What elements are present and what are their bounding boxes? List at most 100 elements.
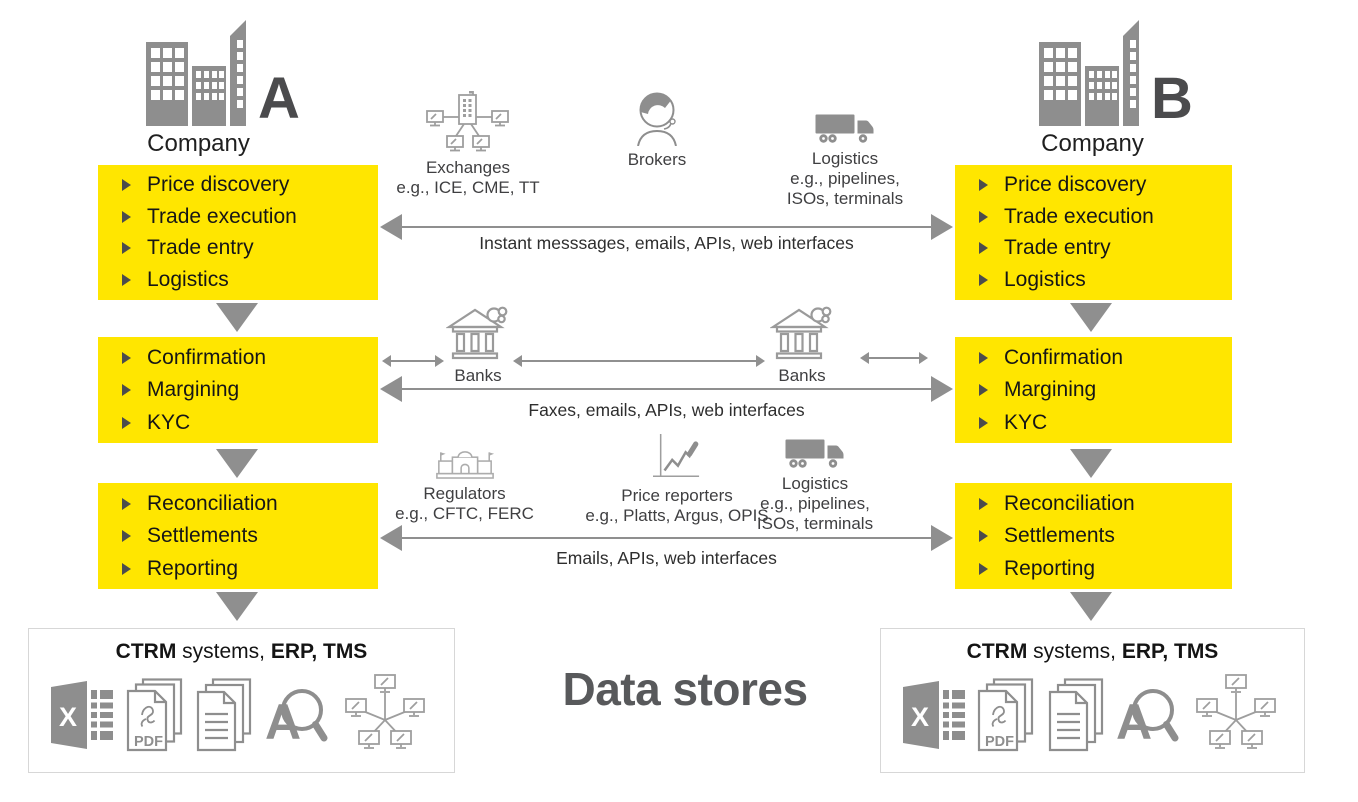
excel-icon: X <box>902 681 965 749</box>
process-box-mid-office-right: Confirmation Margining KYC <box>955 337 1232 443</box>
price-reporters-examples: e.g., Platts, Argus, OPIS <box>585 506 769 525</box>
bullet-icon <box>979 497 988 510</box>
process-item-label: Logistics <box>147 268 229 292</box>
regulators-label: Regulators <box>423 484 506 503</box>
process-item-label: Settlements <box>1004 524 1115 547</box>
process-box-mid-office-left: Confirmation Margining KYC <box>98 337 378 443</box>
down-arrow-icon <box>216 449 258 478</box>
process-item: Margining <box>122 378 378 402</box>
down-arrow-icon <box>216 303 258 332</box>
bullet-icon <box>979 210 988 223</box>
process-item-label: Trade execution <box>1004 204 1154 228</box>
process-item: Trade entry <box>979 236 1232 260</box>
company-b-letter: B <box>1151 66 1193 131</box>
banks-label: Banks <box>778 366 826 385</box>
title-ctrm: CTRM <box>966 640 1028 663</box>
bullet-icon <box>122 530 131 542</box>
excel-icon: X <box>50 681 113 749</box>
company-a-label: Company <box>147 130 250 157</box>
process-item: Confirmation <box>979 346 1232 370</box>
logistics-group-top: Logistics e.g., pipelines, ISOs, termina… <box>770 112 920 209</box>
exchanges-label: Exchanges <box>425 158 511 177</box>
bullet-icon <box>122 242 131 255</box>
brokers-group: Brokers <box>602 88 712 170</box>
price-reporters-label: Price reporters <box>621 486 733 505</box>
small-arrow-bank-to-box-right <box>860 352 928 364</box>
government-building-icon <box>435 451 494 479</box>
process-item: Trade entry <box>122 236 378 260</box>
bullet-icon <box>979 351 988 364</box>
process-item-label: Reporting <box>147 556 239 580</box>
bank-icon <box>770 306 832 360</box>
exchanges-examples: e.g., ICE, CME, TT <box>396 178 540 197</box>
bullet-icon <box>979 242 988 255</box>
bullet-icon <box>122 416 131 429</box>
computer-network-icon <box>1195 674 1276 749</box>
banks-group-right: Banks <box>757 306 847 386</box>
logistics-examples-line1: e.g., pipelines, <box>760 494 870 513</box>
channel-caption-mid-office: Faxes, emails, APIs, web interfaces <box>528 400 805 420</box>
price-chart-icon <box>653 434 700 478</box>
bullet-icon <box>979 384 988 396</box>
process-item-label: Trade entry <box>147 236 254 260</box>
process-item: Reporting <box>979 557 1232 581</box>
process-item-label: Reconciliation <box>1004 491 1135 515</box>
title-erp-tms: ERP, TMS <box>270 640 368 663</box>
logistics-examples-line2: ISOs, terminals <box>756 514 874 533</box>
title-systems: systems, <box>176 640 271 663</box>
logistics-examples-line2: ISOs, terminals <box>786 189 904 208</box>
ctrm-systems-title: CTRM systems, ERP, TMS <box>29 640 454 664</box>
process-item-label: Margining <box>1004 378 1097 401</box>
process-box-front-office-right: Price discovery Trade execution Trade en… <box>955 165 1232 300</box>
process-item: Margining <box>979 378 1232 402</box>
company-a-letter: A <box>258 66 300 131</box>
bullet-icon <box>979 530 988 542</box>
search-letter-icon: A <box>1116 689 1179 746</box>
process-box-back-office-right: Reconciliation Settlements Reporting <box>955 483 1232 589</box>
process-item-label: Logistics <box>1004 268 1086 292</box>
pdf-document-icon: PDF <box>977 678 1034 752</box>
down-arrow-icon <box>1070 592 1112 621</box>
bullet-icon <box>979 562 988 575</box>
buildings-icon <box>146 20 246 126</box>
broker-headset-icon <box>637 92 677 146</box>
small-arrow-bank-to-bank <box>513 355 765 367</box>
excel-x-letter: X <box>59 702 77 732</box>
process-item-label: Trade execution <box>147 204 297 228</box>
process-box-front-office-left: Price discovery Trade execution Trade en… <box>98 165 378 300</box>
search-letter-icon: A <box>265 689 328 746</box>
down-arrow-icon <box>216 592 258 621</box>
process-item: Price discovery <box>979 173 1232 197</box>
process-item-label: KYC <box>1004 410 1048 434</box>
ctrm-systems-title: CTRM systems, ERP, TMS <box>881 640 1304 664</box>
bidirectional-arrow-front-office <box>380 214 953 240</box>
bullet-icon <box>122 351 131 364</box>
process-item: Logistics <box>979 268 1232 292</box>
bullet-icon <box>122 497 131 510</box>
bullet-icon <box>979 416 988 429</box>
bank-icon <box>446 306 508 360</box>
title-erp-tms: ERP, TMS <box>1121 640 1219 663</box>
data-store-icons-row: X PDF A <box>29 664 454 772</box>
data-stores-heading: Data stores <box>562 663 808 715</box>
process-item-label: Margining <box>147 378 240 401</box>
bullet-icon <box>122 384 131 396</box>
brokers-label: Brokers <box>627 150 687 169</box>
price-reporters-group: Price reporters e.g., Platts, Argus, OPI… <box>582 434 772 526</box>
pdf-label: PDF <box>134 734 163 750</box>
data-stores-box-left: CTRM systems, ERP, TMS X PDF <box>28 628 455 773</box>
channel-caption-back-office: Emails, APIs, web interfaces <box>556 548 777 568</box>
process-item: Settlements <box>979 524 1232 548</box>
process-item: Reconciliation <box>979 492 1232 516</box>
title-ctrm: CTRM <box>115 640 177 663</box>
logistics-label: Logistics <box>781 474 849 493</box>
truck-icon <box>815 114 874 143</box>
excel-x-letter: X <box>911 702 929 732</box>
process-box-back-office-left: Reconciliation Settlements Reporting <box>98 483 378 589</box>
bullet-icon <box>979 274 988 287</box>
pdf-label: PDF <box>985 734 1014 750</box>
logistics-label: Logistics <box>811 149 879 168</box>
data-stores-box-right: CTRM systems, ERP, TMS X PDF <box>880 628 1305 773</box>
pdf-document-icon: PDF <box>126 678 182 752</box>
down-arrow-icon <box>1070 303 1112 332</box>
